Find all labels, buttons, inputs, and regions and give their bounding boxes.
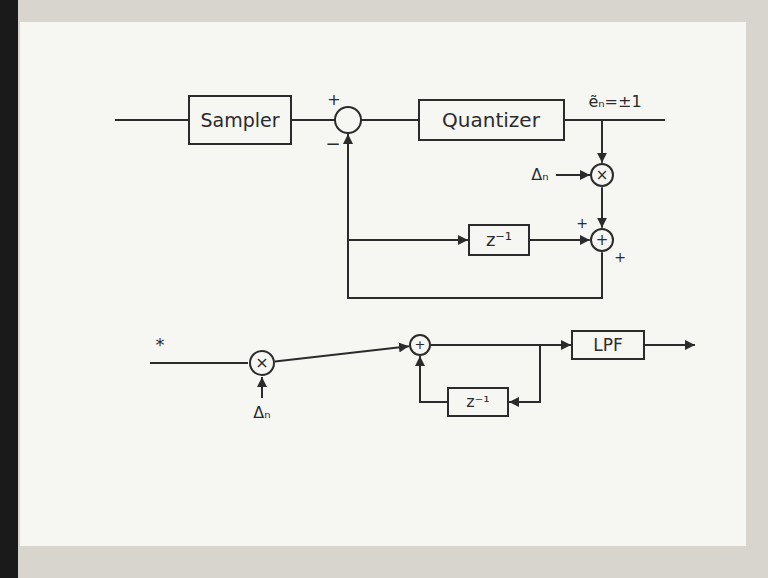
dark-edge — [0, 0, 18, 578]
step-size-wire — [556, 174, 590, 176]
node-text: Quantizer — [442, 109, 540, 131]
node-text: × — [596, 167, 609, 184]
feedback-wire — [347, 134, 349, 240]
node-text: Sampler — [200, 110, 279, 131]
signal-wire — [420, 356, 447, 402]
mark-label: * — [154, 335, 167, 355]
node-text: + — [415, 338, 426, 352]
signal-wire — [431, 344, 571, 346]
delay-box: z⁻¹ — [447, 387, 509, 417]
lowpass-filter-box: LPF — [571, 330, 645, 361]
delay-box: z⁻¹ — [468, 224, 530, 256]
signal-label: Δₙ — [529, 166, 550, 184]
multiplier-circle: × — [249, 350, 275, 376]
signal-wire — [565, 120, 603, 163]
quantizer-box: Quantizer — [418, 99, 565, 141]
sampler-box: Sampler — [188, 95, 291, 145]
node-text: + — [596, 232, 609, 249]
signal-label: ẽₙ=±1 — [586, 93, 643, 111]
receiver-input-wire — [150, 362, 248, 364]
node-text: × — [255, 354, 268, 372]
adder-circle: + — [409, 334, 431, 356]
paper-sheet — [20, 22, 746, 546]
adder-circle: + — [590, 228, 615, 253]
summing-junction — [335, 107, 361, 133]
signal-wire — [530, 239, 590, 241]
node-text: LPF — [593, 336, 623, 355]
node-text: z⁻¹ — [466, 393, 489, 411]
multiplier-circle: × — [590, 163, 615, 188]
sign-label: + — [612, 250, 628, 265]
sign-label: − — [323, 134, 342, 154]
signal-label: Δₙ — [251, 404, 272, 422]
signal-wire — [601, 187, 603, 228]
signal-wire — [275, 346, 409, 361]
sign-label: + — [574, 216, 590, 231]
step-size-wire — [261, 377, 263, 398]
sign-label: + — [325, 91, 342, 109]
node-text: z⁻¹ — [486, 230, 512, 250]
